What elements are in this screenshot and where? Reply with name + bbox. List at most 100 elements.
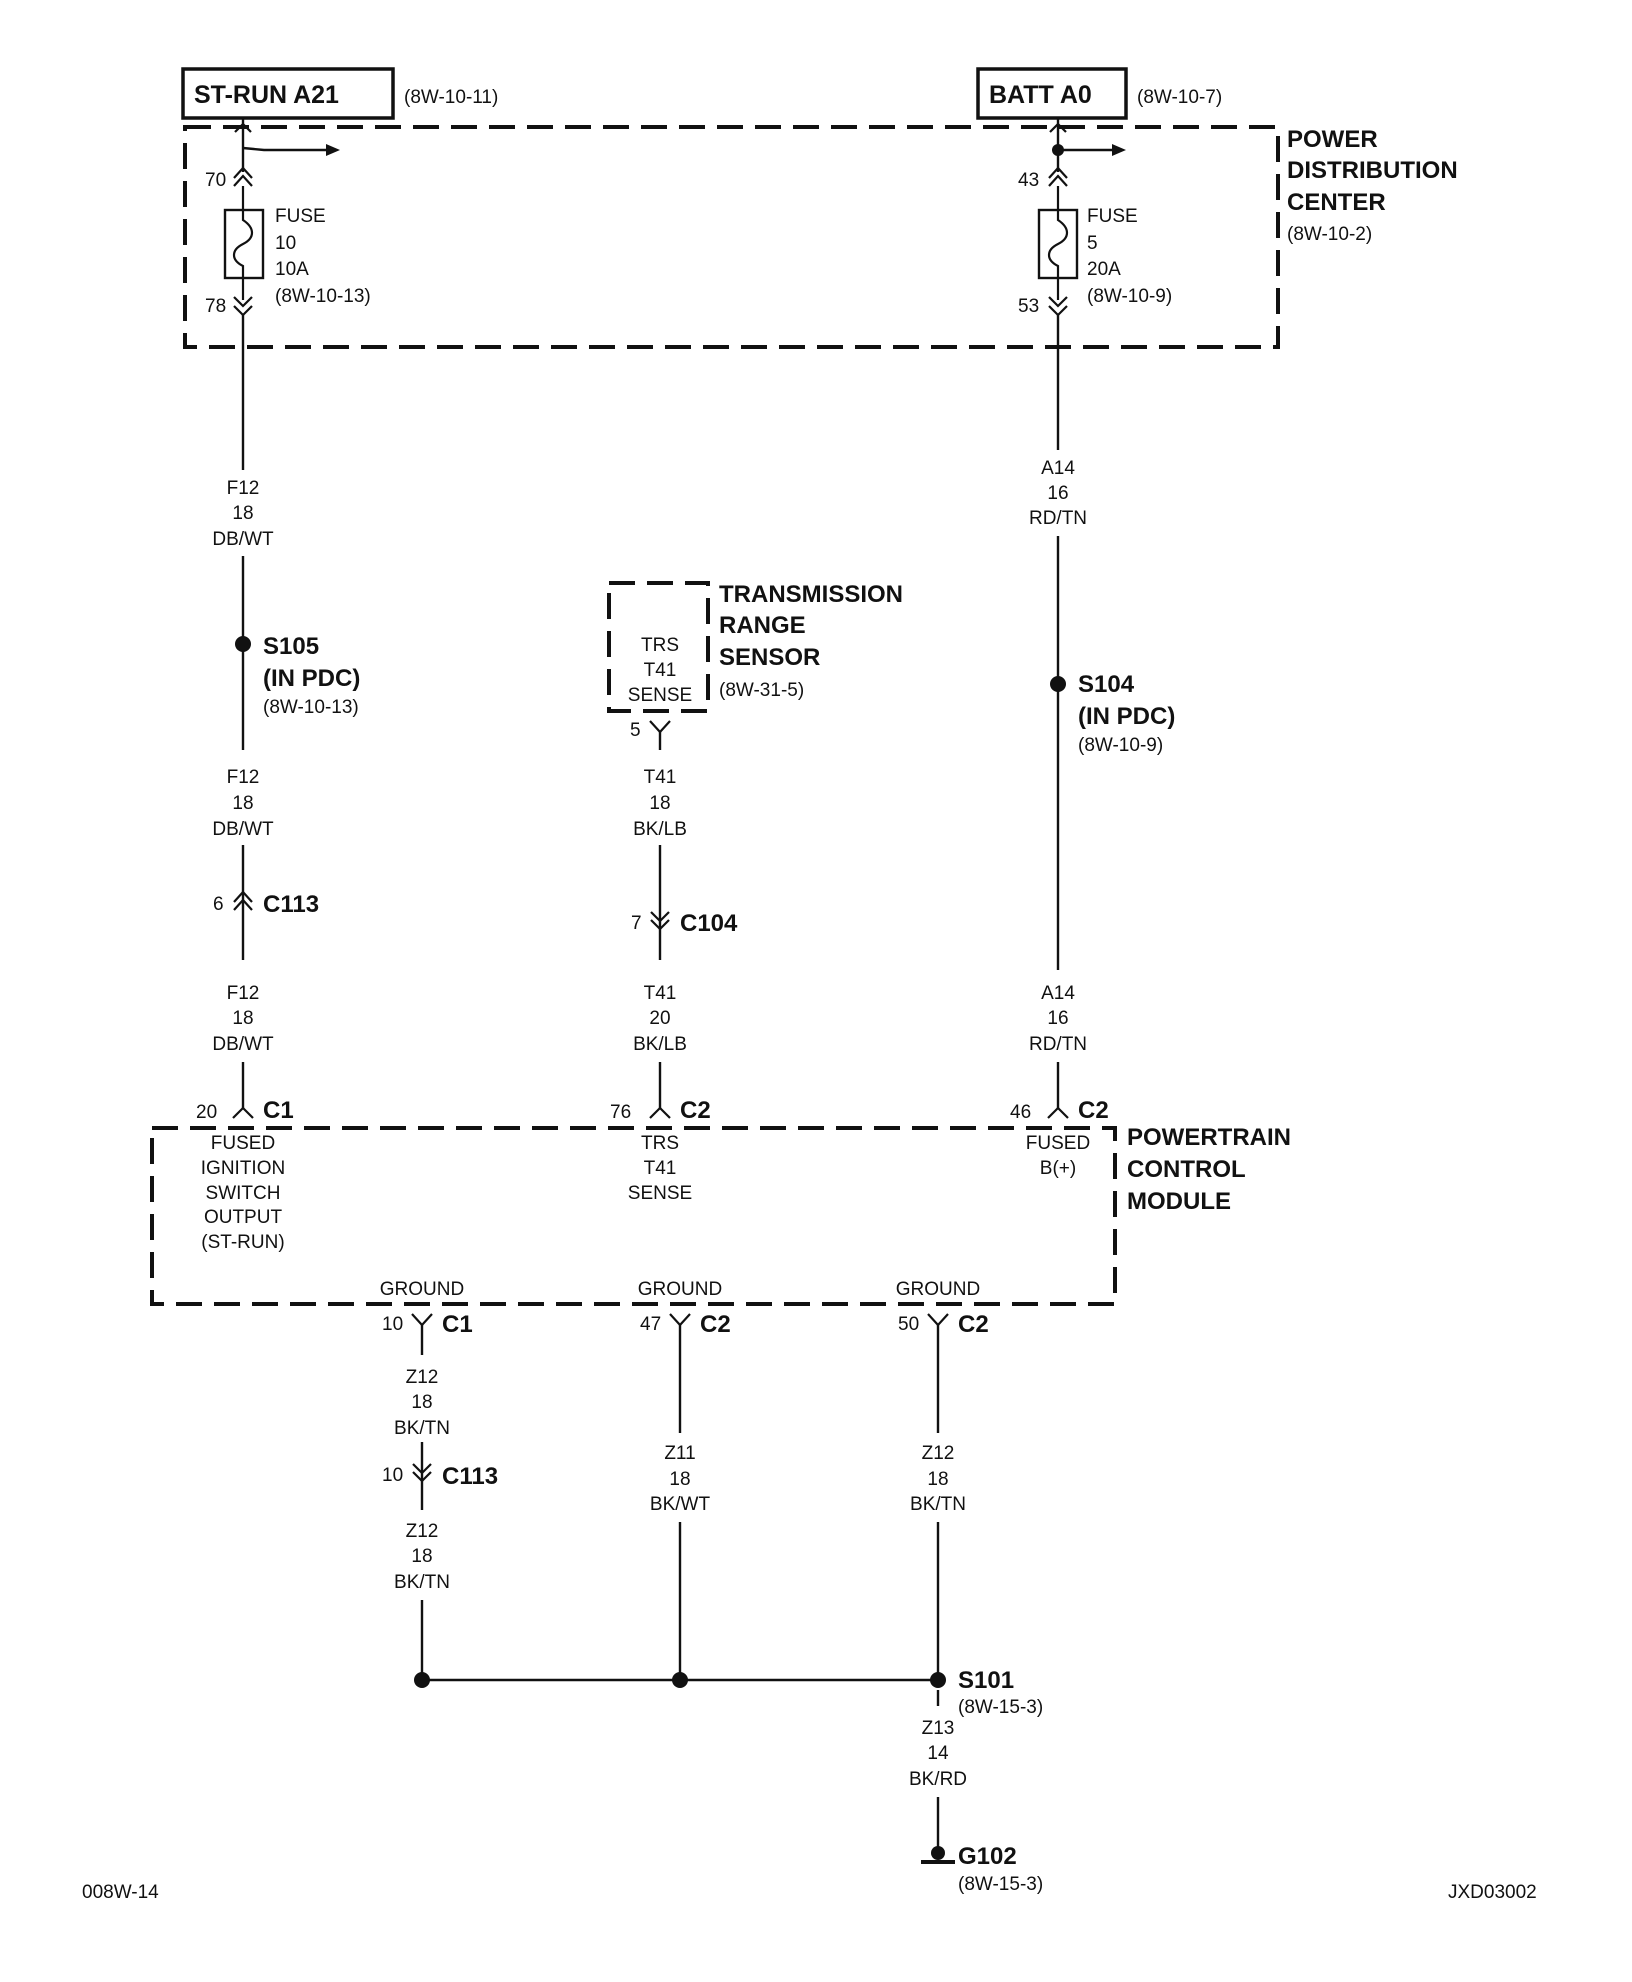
pcm-in-left-t3: SWITCH [206,1183,281,1204]
a14-b-color: RD/TN [1029,1034,1087,1055]
f12-a-circuit: F12 [227,478,260,499]
fuse10-element-icon [232,186,254,300]
trs-inner-line3: SENSE [628,685,692,706]
batt-arrowhead [1049,122,1067,133]
z12-left-a-circuit: Z12 [406,1367,439,1388]
trs-inner-line1: TRS [641,635,679,656]
s105-sub: (IN PDC) [263,665,360,692]
a14-b-gauge: 16 [1047,1008,1068,1029]
gnd-right-label: GROUND [896,1279,980,1300]
f12-b-circuit: F12 [227,767,260,788]
fuse10-pin-top: 70 [205,170,226,191]
pcm-in-mid-pin: 76 [610,1102,631,1123]
a14-a-color: RD/TN [1029,508,1087,529]
bus-dot-mid [672,1672,688,1688]
gnd-mid-conn: C2 [700,1311,731,1338]
fuse5-element-icon [1047,186,1069,300]
z13-circuit: Z13 [922,1718,955,1739]
z12-left-a-color: BK/TN [394,1418,450,1439]
pcm-in-left-t4: OUTPUT [204,1207,283,1228]
pcm-label-line1: POWERTRAIN [1127,1124,1291,1151]
st-run-branch [242,146,330,152]
fuse5-top-connector-2 [1048,174,1068,187]
z12-left-b-circuit: Z12 [406,1521,439,1542]
pcm-in-left-t5: (ST-RUN) [201,1232,284,1253]
fuse5-line2: 5 [1087,233,1098,254]
pcm-in-left-t2: IGNITION [201,1158,285,1179]
f12-c-gauge: 18 [232,1008,253,1029]
fuse5-line1: FUSE [1087,206,1138,227]
fuse10-ref: (8W-10-13) [275,286,371,307]
pcm-label-line2: CONTROL [1127,1156,1246,1183]
pcm-in-left-conn: C1 [263,1097,294,1124]
fuse5-bottom-connector [1048,296,1068,308]
c104-connector [650,911,670,923]
c113-upper-connector [233,890,253,903]
bus-dot-left [414,1672,430,1688]
s101-label: S101 [958,1667,1014,1694]
trs-label-line3: SENSOR [719,644,820,671]
trs-label-line2: RANGE [719,612,806,639]
fuse5-ref: (8W-10-9) [1087,286,1172,307]
fuse10-line1: FUSE [275,206,326,227]
batt-ref: (8W-10-7) [1137,87,1222,108]
gnd-left-label: GROUND [380,1279,464,1300]
batt-label: BATT A0 [989,81,1092,109]
t41-a-circuit: T41 [644,767,677,788]
c113-lower-label: C113 [442,1463,498,1490]
trs-ref: (8W-31-5) [719,680,804,701]
gnd-mid-label: GROUND [638,1279,722,1300]
c104-connector-2 [650,919,670,931]
pcm-in-mid-t2: T41 [644,1158,677,1179]
s105-label: S105 [263,633,319,660]
fuse5-line3: 20A [1087,259,1121,280]
f12-b-color: DB/WT [212,819,274,840]
f12-c-color: DB/WT [212,1034,274,1055]
s104-sub: (IN PDC) [1078,703,1175,730]
pcm-in-mid-conn: C2 [680,1097,711,1124]
z12-left-b-color: BK/TN [394,1572,450,1593]
st-run-box [181,67,395,120]
st-run-arrowhead [234,122,252,133]
s105-ref: (8W-10-13) [263,697,359,718]
a14-a-circuit: A14 [1041,458,1075,479]
trs-label-line1: TRANSMISSION [719,581,903,608]
fuse10-top-connector-2 [233,174,253,187]
f12-c-circuit: F12 [227,983,260,1004]
c113-lower-connector-2 [412,1471,432,1483]
z11-circuit: Z11 [664,1443,695,1464]
g102-ref: (8W-15-3) [958,1874,1043,1895]
gnd-right-pin: 50 [898,1314,919,1335]
pdc-outline [183,125,1280,349]
a14-a-gauge: 16 [1047,483,1068,504]
trs-pin: 5 [630,720,641,741]
footer-right: JXD03002 [1448,1882,1537,1903]
s101-splice-dot [930,1672,946,1688]
pcm-label-line3: MODULE [1127,1188,1231,1215]
pcm-outline [150,1126,1117,1306]
gnd-right-conn: C2 [958,1311,989,1338]
t41-a-color: BK/LB [633,819,687,840]
s104-ref: (8W-10-9) [1078,735,1163,756]
pcm-in-right-pin: 46 [1010,1102,1031,1123]
z12-left-a-gauge: 18 [411,1392,432,1413]
c113-lower-connector [412,1463,432,1475]
pcm-in-right-conn: C2 [1078,1097,1109,1124]
pcm-c1-connector [232,1106,254,1119]
t41-b-gauge: 20 [649,1008,670,1029]
z13-color: BK/RD [909,1769,967,1790]
c113-lower-pin: 10 [382,1465,403,1486]
gnd-mid-connector [669,1313,691,1327]
pcm-in-right-t1: FUSED [1026,1133,1090,1154]
pcm-c2-right-connector [1047,1106,1069,1119]
ground-symbol-icon [931,1846,945,1860]
pcm-in-left-pin: 20 [196,1102,217,1123]
z11-gauge: 18 [669,1469,690,1490]
c104-label: C104 [680,910,738,937]
fuse5-pin-top: 43 [1018,170,1039,191]
c113-upper-connector-2 [233,898,253,911]
fuse10-pin-bottom: 78 [205,296,226,317]
c104-pin: 7 [631,913,642,934]
pcm-in-mid-t1: TRS [641,1133,679,1154]
pcm-in-right-t2: B(+) [1040,1158,1076,1179]
